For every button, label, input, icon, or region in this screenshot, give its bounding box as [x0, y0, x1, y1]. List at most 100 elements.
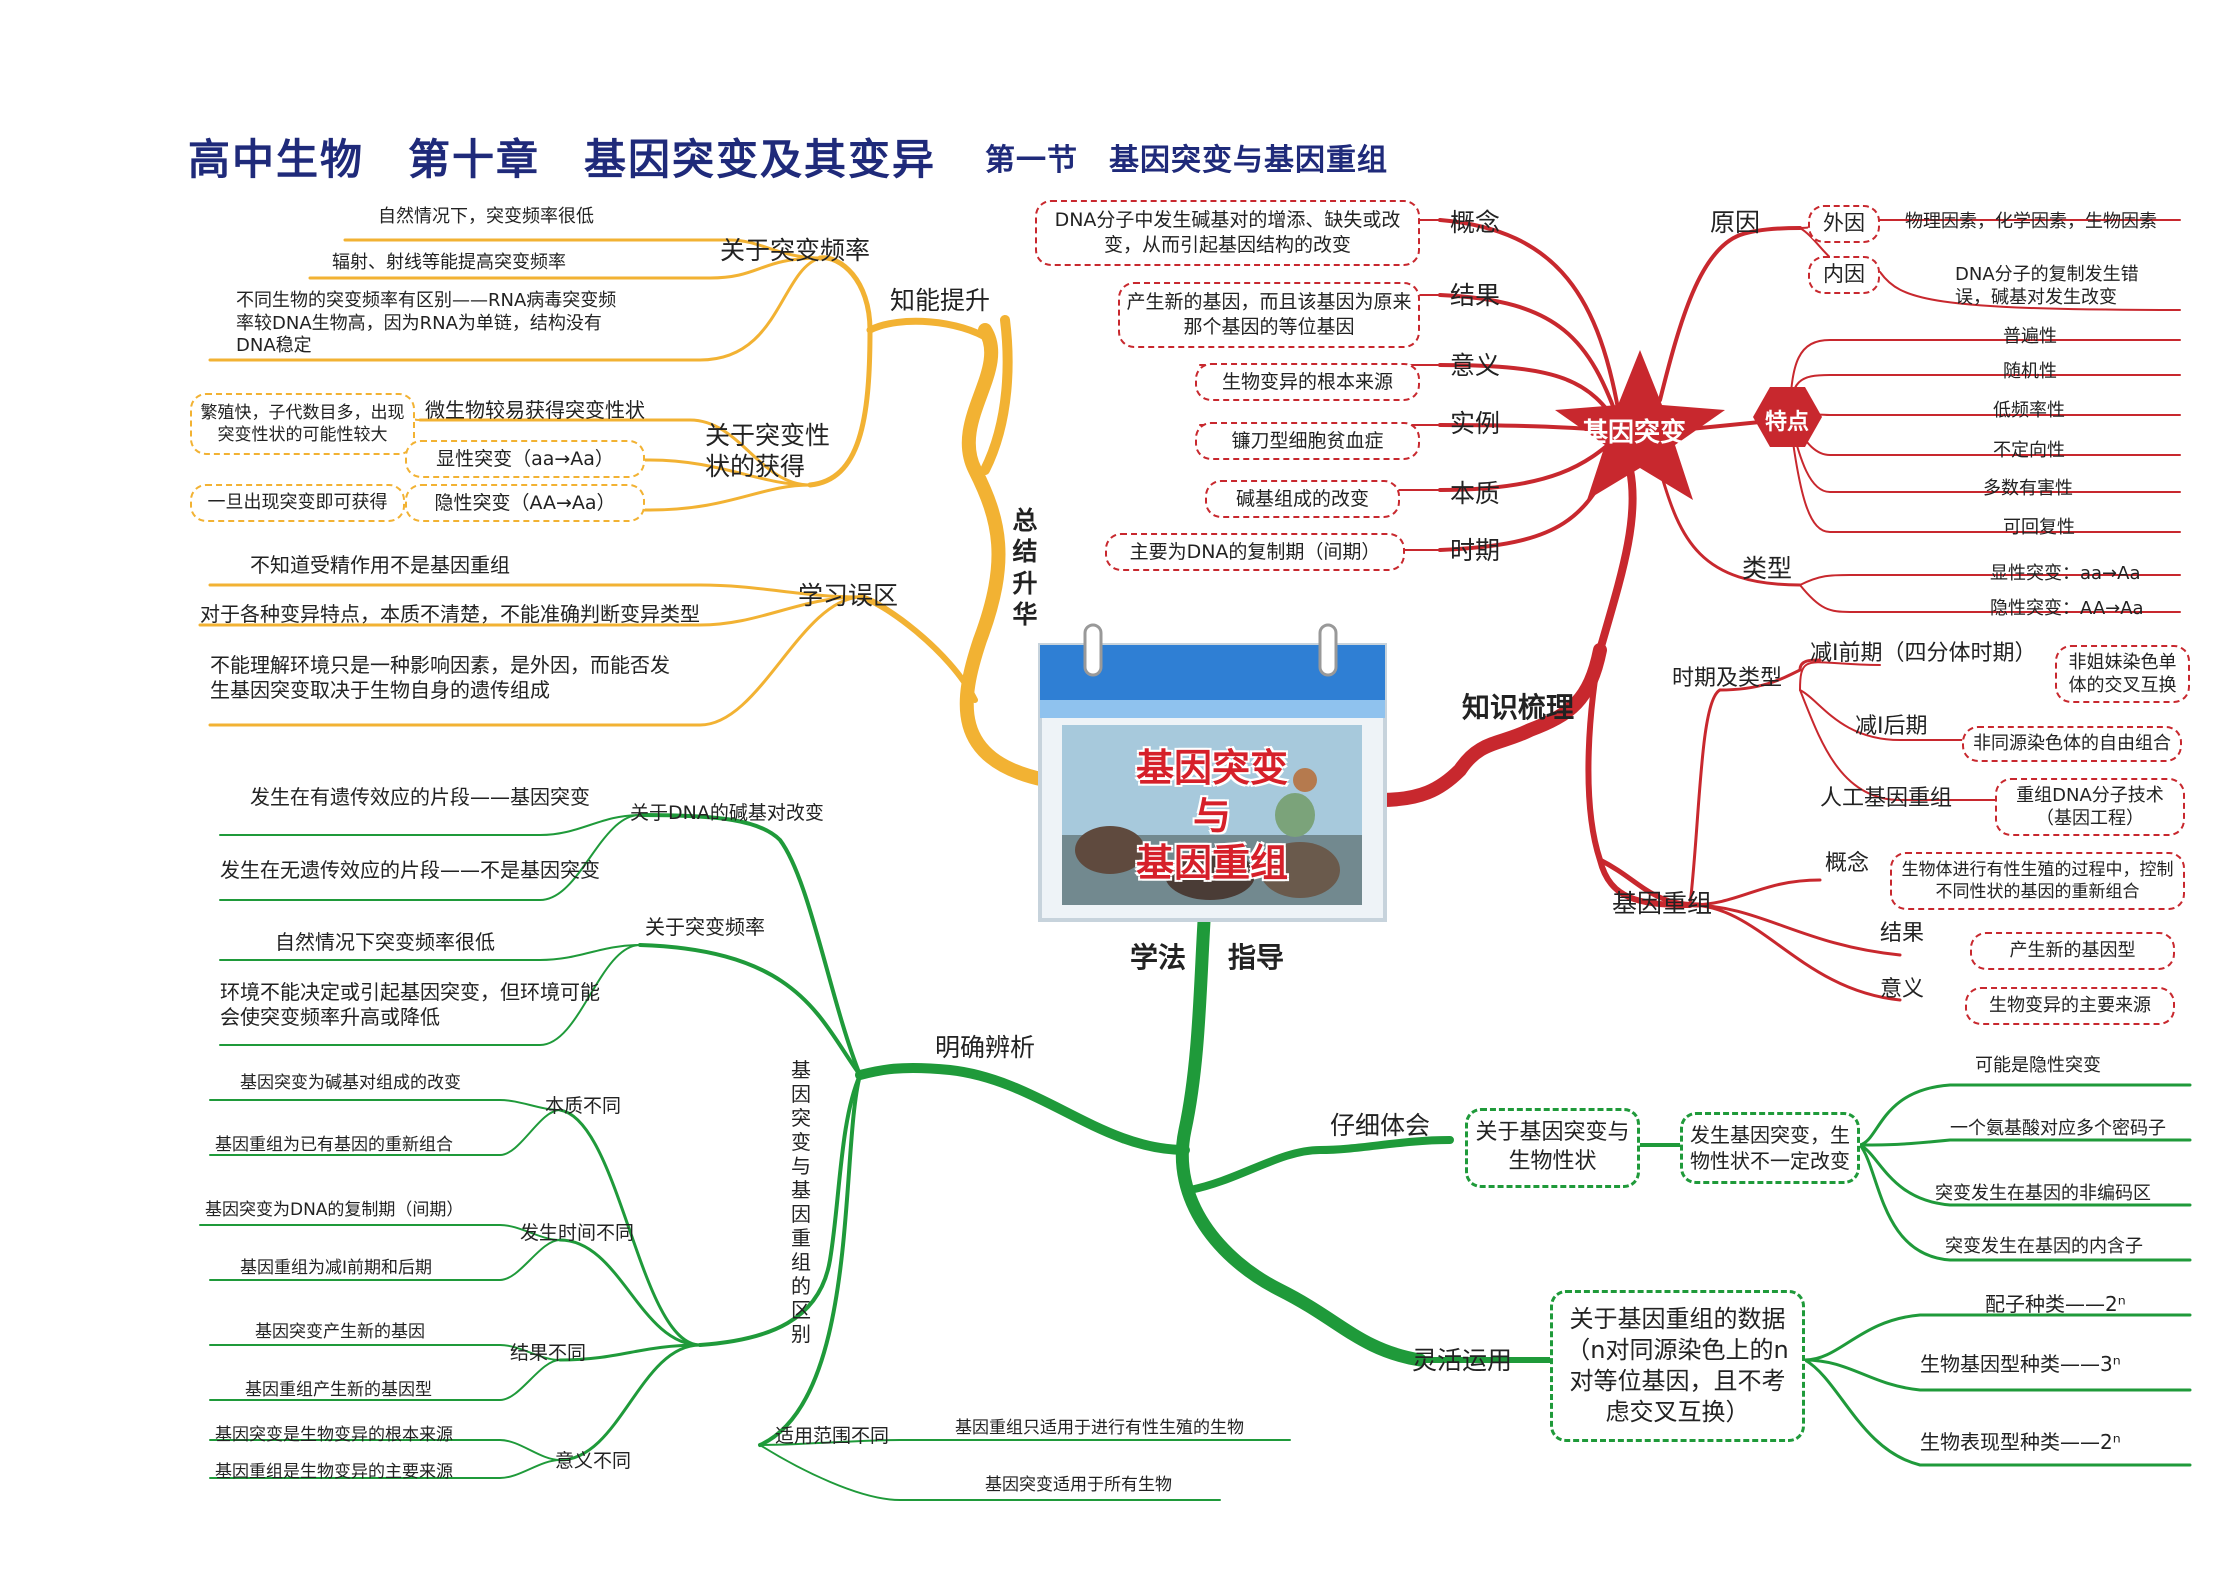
- concept-text: DNA分子中发生碱基对的增添、缺失或改变，从而引起基因结构的改变: [1035, 200, 1420, 266]
- types-label: 类型: [1742, 554, 1793, 583]
- green-freq-label: 关于突变频率: [645, 915, 765, 939]
- center-topic: 基因突变 与 基因重组: [1062, 745, 1362, 888]
- yellow-freq-item-2: 辐射、射线等能提高突变频率: [332, 252, 566, 273]
- meiosis1-anaphase: 减Ⅰ后期: [1855, 714, 1928, 739]
- time-diff-label: 发生时间不同: [520, 1222, 635, 1244]
- period-type-label: 时期及类型: [1672, 666, 1783, 691]
- yellow-freq-item-3: 不同生物的突变频率有区别——RNA病毒突变频率较DNA生物高，因为RNA为单链，…: [236, 290, 617, 356]
- micro-trait: 微生物较易获得突变性状: [425, 398, 645, 422]
- knowledge-up-label: 知能提升: [890, 286, 991, 315]
- experience-item-3: 突变发生在基因的非编码区: [1935, 1183, 2151, 1204]
- center-line-3: 基因重组: [1135, 841, 1288, 885]
- micro-trait-note: 繁殖快，子代数目多，出现突变性状的可能性较大: [190, 393, 415, 455]
- external-cause-text: 物理因素，化学因素，生物因素: [1905, 211, 2157, 232]
- feature-3: 低频率性: [1993, 400, 2065, 421]
- external-cause: 外因: [1808, 205, 1880, 243]
- feature-5: 多数有害性: [1983, 478, 2073, 499]
- internal-cause-text: DNA分子的复制发生错误，碱基对发生改变: [1955, 264, 2139, 308]
- meaning-text: 生物变异的根本来源: [1195, 363, 1420, 401]
- yellow-freq-label: 关于突变频率: [720, 236, 871, 265]
- type-dominant: 显性突变：aa→Aa: [1990, 563, 2141, 584]
- essence-diff-2: 基因重组为已有基因的重新组合: [215, 1135, 453, 1155]
- features-label: 特点: [1765, 410, 1810, 435]
- green-freq-item-2: 环境不能决定或引起基因突变，但环境可能会使突变频率升高或降低: [220, 980, 600, 1029]
- concept-label: 概念: [1450, 208, 1501, 237]
- time-diff-1: 基因突变为DNA的复制期（间期）: [205, 1200, 464, 1220]
- center-line-1: 基因突变: [1135, 746, 1288, 790]
- result-label: 结果: [1450, 281, 1501, 310]
- recomb-result-label: 结果: [1880, 921, 1925, 946]
- period-text: 主要为DNA的复制期（间期）: [1105, 533, 1405, 571]
- meiosis1-anaphase-note: 非同源染色体的自由组合: [1962, 726, 2182, 762]
- section-title: 第一节 基因突变与基因重组: [985, 143, 1388, 178]
- internal-cause: 内因: [1808, 256, 1880, 294]
- meaning-label: 意义: [1450, 351, 1501, 380]
- result-text: 产生新的基因，而且该基因为原来那个基因的等位基因: [1118, 282, 1420, 348]
- meaning-diff-2: 基因重组是生物变异的主要来源: [215, 1462, 453, 1482]
- apply-item-3: 生物表现型种类——2ⁿ: [1920, 1430, 2121, 1454]
- feature-2: 随机性: [2003, 361, 2057, 382]
- meiosis1-prophase-note: 非姐妹染色单体的交叉互换: [2055, 645, 2190, 703]
- mistake-item-1: 不知道受精作用不是基因重组: [250, 553, 510, 577]
- meiosis1-prophase: 减Ⅰ前期（四分体时期）: [1810, 641, 2037, 666]
- method-label-right: 指导: [1228, 941, 1285, 974]
- artificial-note: 重组DNA分子技术（基因工程）: [1995, 778, 2185, 836]
- recomb-concept-text: 生物体进行有性生殖的过程中，控制不同性状的基因的重新组合: [1890, 852, 2185, 910]
- mistake-item-2: 对于各种变异特点，本质不清楚，不能准确判断变异类型: [200, 602, 700, 626]
- cause-label: 原因: [1710, 208, 1761, 237]
- diff-label: 基因突变与基因重组的区别: [791, 1058, 811, 1346]
- example-label: 实例: [1450, 409, 1501, 438]
- period-label: 时期: [1450, 536, 1501, 565]
- meaning-diff-1: 基因突变是生物变异的根本来源: [215, 1425, 453, 1445]
- recomb-meaning-label: 意义: [1880, 977, 1925, 1002]
- mutation-label: 基因突变: [1582, 418, 1687, 448]
- mistakes-label: 学习误区: [798, 581, 899, 610]
- calendar-frame: [1038, 623, 1387, 922]
- page-title: 高中生物 第十章 基因突变及其变异: [188, 135, 937, 184]
- result-diff-label: 结果不同: [510, 1342, 587, 1364]
- experience-item-4: 突变发生在基因的内含子: [1945, 1236, 2143, 1257]
- recomb-concept-label: 概念: [1825, 851, 1870, 876]
- center-line-2: 与: [1192, 793, 1231, 838]
- feature-4: 不定向性: [1993, 440, 2065, 461]
- yellow-trait-label: 关于突变性状的获得: [705, 421, 831, 482]
- artificial-recombination: 人工基因重组: [1820, 786, 1953, 811]
- example-text: 镰刀型细胞贫血症: [1195, 422, 1420, 460]
- feature-1: 普遍性: [2003, 326, 2057, 347]
- result-diff-2: 基因重组产生新的基因型: [245, 1380, 432, 1400]
- apply-box: 关于基因重组的数据（n对同源染色上的n对等位基因，且不考虑交叉互换）: [1550, 1290, 1805, 1442]
- experience-box-1: 关于基因突变与生物性状: [1465, 1108, 1640, 1188]
- method-label-left: 学法: [1130, 941, 1187, 974]
- mistake-item-3: 不能理解环境只是一种影响因素，是外因，而能否发生基因突变取决于生物自身的遗传组成: [210, 653, 670, 702]
- feature-6: 可回复性: [2003, 517, 2075, 538]
- dna-item-2: 发生在无遗传效应的片段——不是基因突变: [220, 858, 600, 882]
- recombination-label: 基因重组: [1612, 889, 1713, 918]
- summary-label: 总结升华: [1012, 506, 1038, 629]
- experience-box-2: 发生基因突变，生物性状不一定改变: [1680, 1112, 1860, 1184]
- scope-diff-2: 基因突变适用于所有生物: [985, 1475, 1172, 1495]
- dna-label: 关于DNA的碱基对改变: [630, 802, 824, 824]
- recessive-note: 一旦出现突变即可获得: [190, 484, 405, 522]
- type-recessive: 隐性突变：AA→Aa: [1990, 598, 2144, 619]
- clarify-label: 明确辨析: [935, 1033, 1036, 1062]
- result-diff-1: 基因突变产生新的基因: [255, 1322, 425, 1342]
- essence-label: 本质: [1450, 479, 1501, 508]
- experience-item-1: 可能是隐性突变: [1975, 1055, 2101, 1076]
- yellow-freq-item-1: 自然情况下，突变频率很低: [378, 206, 594, 227]
- dna-item-1: 发生在有遗传效应的片段——基因突变: [250, 785, 590, 809]
- essence-diff-label: 本质不同: [545, 1095, 622, 1117]
- experience-label: 仔细体会: [1330, 1111, 1431, 1140]
- apply-item-1: 配子种类——2ⁿ: [1985, 1292, 2126, 1316]
- experience-item-2: 一个氨基酸对应多个密码子: [1950, 1118, 2166, 1139]
- mutation-star: [1555, 350, 1725, 500]
- features-hexagon: [1753, 387, 1822, 447]
- essence-text: 碱基组成的改变: [1205, 480, 1400, 518]
- green-freq-item-1: 自然情况下突变频率很低: [275, 930, 495, 954]
- dominant-mutation: 显性突变（aa→Aa）: [405, 440, 645, 478]
- scope-diff-1: 基因重组只适用于进行有性生殖的生物: [955, 1418, 1244, 1438]
- apply-label: 灵活运用: [1412, 1346, 1513, 1375]
- apply-item-2: 生物基因型种类——3ⁿ: [1920, 1352, 2121, 1376]
- meaning-diff-label: 意义不同: [555, 1450, 632, 1472]
